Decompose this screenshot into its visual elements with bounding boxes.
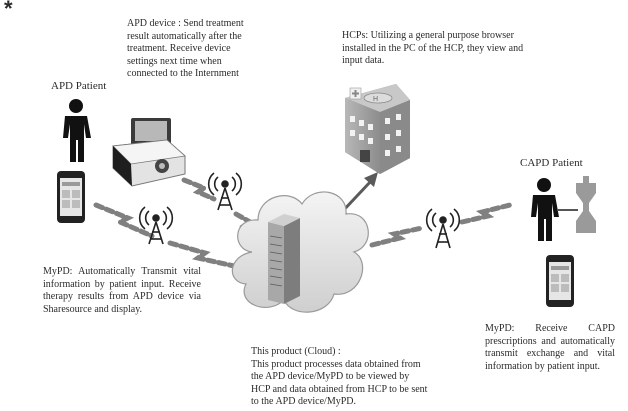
apd-patient-label: APD Patient xyxy=(51,80,107,92)
smartphone-icon xyxy=(57,171,85,223)
antenna-icon xyxy=(425,208,461,249)
capd-patient-label: CAPD Patient xyxy=(520,157,583,169)
apd-machine-icon xyxy=(112,118,186,187)
mypd-apd-caption: MyPD: Automatically Transmit vital infor… xyxy=(43,266,201,315)
hcp-caption: HCPs: Utilizing a general purpose browse… xyxy=(342,30,524,66)
cloud-caption-title: This product (Cloud) : xyxy=(251,346,341,357)
server-icon xyxy=(268,214,300,304)
lightning-link-icon xyxy=(93,202,237,269)
cloud-caption-body: This product processes data obtained fro… xyxy=(251,358,428,408)
dialysis-bag-icon xyxy=(576,176,596,233)
smartphone-icon xyxy=(546,255,574,307)
svg-text:H: H xyxy=(373,96,378,103)
person-icon xyxy=(63,99,91,162)
hospital-building-icon: H xyxy=(345,84,410,174)
lightning-link-icon xyxy=(369,202,513,248)
cloud-icon xyxy=(231,191,369,313)
antenna-icon xyxy=(138,206,174,245)
apd-device-caption: APD device : Send treatment result autom… xyxy=(127,18,244,79)
person-icon xyxy=(531,178,578,241)
mypd-capd-caption: MyPD: Receive CAPD prescriptions and aut… xyxy=(485,323,615,372)
asterisk-mark: * xyxy=(4,0,13,21)
antenna-icon xyxy=(207,172,243,211)
cloud-caption: This product (Cloud) : This product proc… xyxy=(251,346,429,409)
